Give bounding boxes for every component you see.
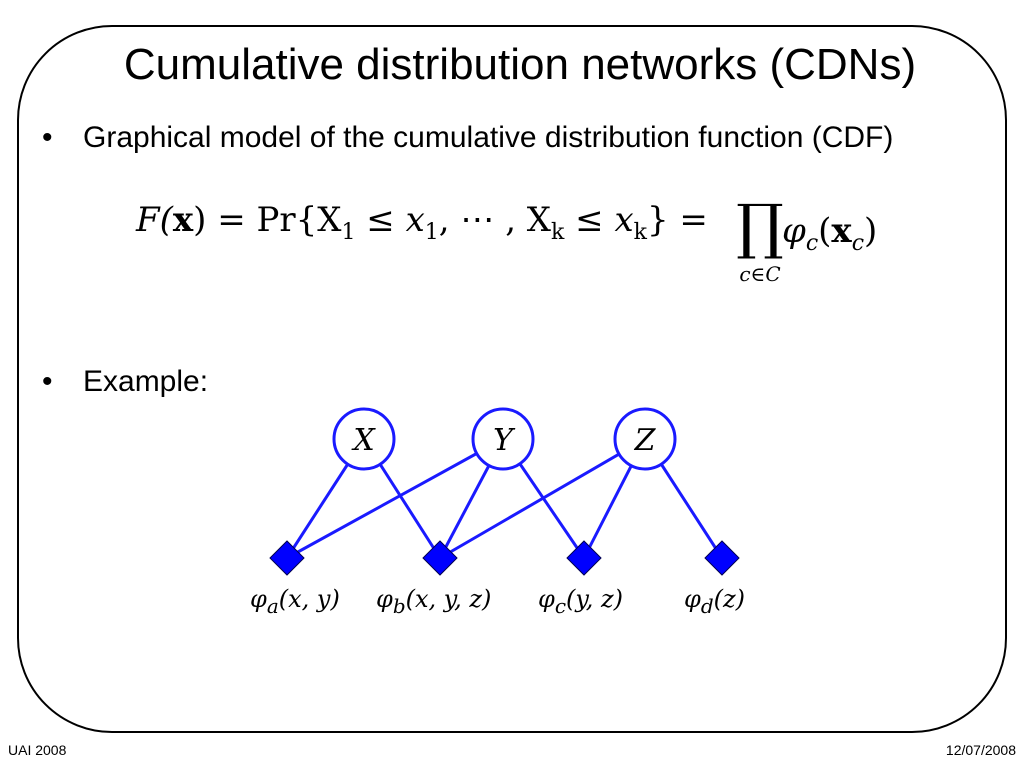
factor-node-a [269,540,305,576]
formula-rhs-bold: x [831,211,852,251]
factor-sub: b [392,593,406,618]
formula-sub4: k [633,219,647,245]
factor-args: (x, y) [278,585,340,613]
variable-node-x [332,407,396,471]
formula-rhs-sub: c [805,230,819,256]
factor-phi: φ [538,585,555,613]
factor-args: (x, y, z) [405,585,492,613]
factor-label-d: φd(z) [684,585,745,618]
product-index: c∈C [739,262,781,286]
footer-left: UAI 2008 [8,742,67,758]
variable-label-x: X [351,423,376,458]
formula-lhs-bold: x [172,200,194,240]
factor-label-a: φa(x, y) [250,585,340,618]
factor-node-b [422,540,458,576]
slide-frame [17,25,1007,733]
variable-node-z [613,407,677,471]
formula-sub3: k [551,219,565,245]
formula-lhs: F( [136,200,173,240]
factor-sub: a [266,593,279,618]
factor-phi: φ [250,585,267,613]
formula-middle: ) = Pr{X [193,200,342,240]
bullet-dot: • [42,365,53,398]
factor-sub: c [554,593,567,618]
bullet-example: • Example: [42,365,208,399]
factor-sub: d [700,593,714,618]
variable-label-y: Y [493,423,516,458]
factor-nodes [269,540,740,576]
factor-label-c: φc(y, z) [538,585,623,618]
variable-label-z: Z [634,423,657,458]
formula-sub2: 1 [424,219,439,245]
formula-rhs-phi: φ [782,211,806,251]
bullet-cdf: • Graphical model of the cumulative distr… [42,121,893,155]
formula-mid2: ≤ x [355,200,425,240]
formula-rhs: φc(xc) [782,211,877,256]
bullet-text: Example: [83,365,209,398]
slide-title: Cumulative distribution networks (CDNs) [123,40,917,89]
factor-args: (z) [713,585,745,613]
formula-rhs-sub2: c [851,230,865,256]
formula-rhs-close: ) [864,211,878,251]
product-operator: ∏ c∈C [730,192,790,286]
formula-mid4: ≤ x [564,200,634,240]
factor-label-b: φb(x, y, z) [376,585,491,618]
footer-right: 12/07/2008 [945,742,1016,758]
factor-phi: φ [684,585,701,613]
formula-rhs-open: ( [818,211,832,251]
factor-node-c [566,540,602,576]
factor-args: (y, z) [566,585,624,613]
variable-node-y [471,407,535,471]
formula-mid5: } = [646,200,708,240]
cdf-formula: F(x) = Pr{X1 ≤ x1, ⋯ , Xk ≤ xk} = [136,200,708,245]
factor-node-d [704,540,740,576]
formula-sub1: 1 [341,219,356,245]
edge-y-a [286,437,504,560]
bullet-text: Graphical model of the cumulative distri… [83,121,894,154]
product-symbol: ∏ [736,192,784,262]
factor-phi: φ [376,585,393,613]
formula-mid3: , ⋯ , X [438,200,552,240]
bullet-dot: • [42,121,53,154]
variable-nodes: X Y Z [332,407,677,471]
